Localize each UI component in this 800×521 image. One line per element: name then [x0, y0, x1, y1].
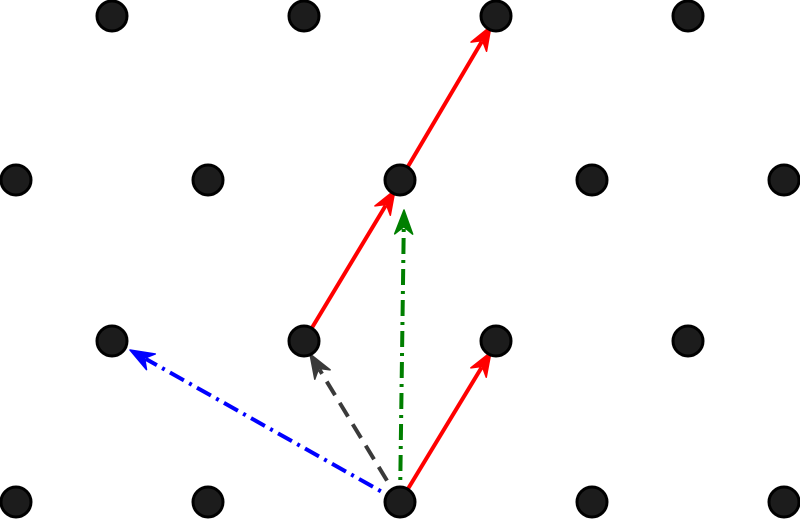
- gray-vector-arrow-arrowhead: [309, 353, 331, 380]
- lattice-point: [767, 485, 800, 519]
- green-vector-arrow: [393, 209, 414, 503]
- red-vector-arrow-shaft: [302, 204, 388, 343]
- lattice-point: [0, 485, 33, 519]
- lattice-point: [191, 485, 225, 519]
- blue-vector-arrow-arrowhead: [129, 349, 157, 371]
- lattice-point: [95, 324, 129, 358]
- lattice-point: [479, 0, 513, 33]
- lattice-point: [671, 0, 705, 33]
- red-vector-arrow-arrowhead: [374, 189, 396, 216]
- vectors-layer: [129, 25, 492, 504]
- lattice-point: [287, 0, 321, 33]
- green-vector-arrow-shaft: [398, 227, 406, 503]
- blue-vector-arrow-shaft: [144, 357, 401, 504]
- red-vector-arrow-arrowhead: [470, 351, 492, 378]
- lattice-point: [287, 324, 321, 358]
- lattice-point: [479, 324, 513, 358]
- lattice-point: [671, 324, 705, 358]
- lattice-point: [575, 163, 609, 197]
- red-vector-arrow: [398, 25, 492, 182]
- lattice-point: [0, 163, 33, 197]
- lattice-point: [575, 485, 609, 519]
- gray-vector-arrow-shaft: [317, 368, 402, 504]
- red-vector-arrow-shaft: [398, 366, 484, 504]
- lattice-point: [767, 163, 800, 197]
- red-vector-arrow: [302, 189, 396, 343]
- lattice-point: [95, 0, 129, 33]
- red-vector-arrow-shaft: [398, 40, 484, 182]
- gray-vector-arrow: [309, 353, 402, 504]
- lattice-point: [191, 163, 225, 197]
- lattice-point: [383, 163, 417, 197]
- lattice-point: [383, 485, 417, 519]
- blue-vector-arrow: [129, 349, 401, 504]
- green-vector-arrow-arrowhead: [393, 209, 414, 235]
- red-vector-arrow: [398, 351, 492, 504]
- red-vector-arrow-arrowhead: [470, 25, 492, 52]
